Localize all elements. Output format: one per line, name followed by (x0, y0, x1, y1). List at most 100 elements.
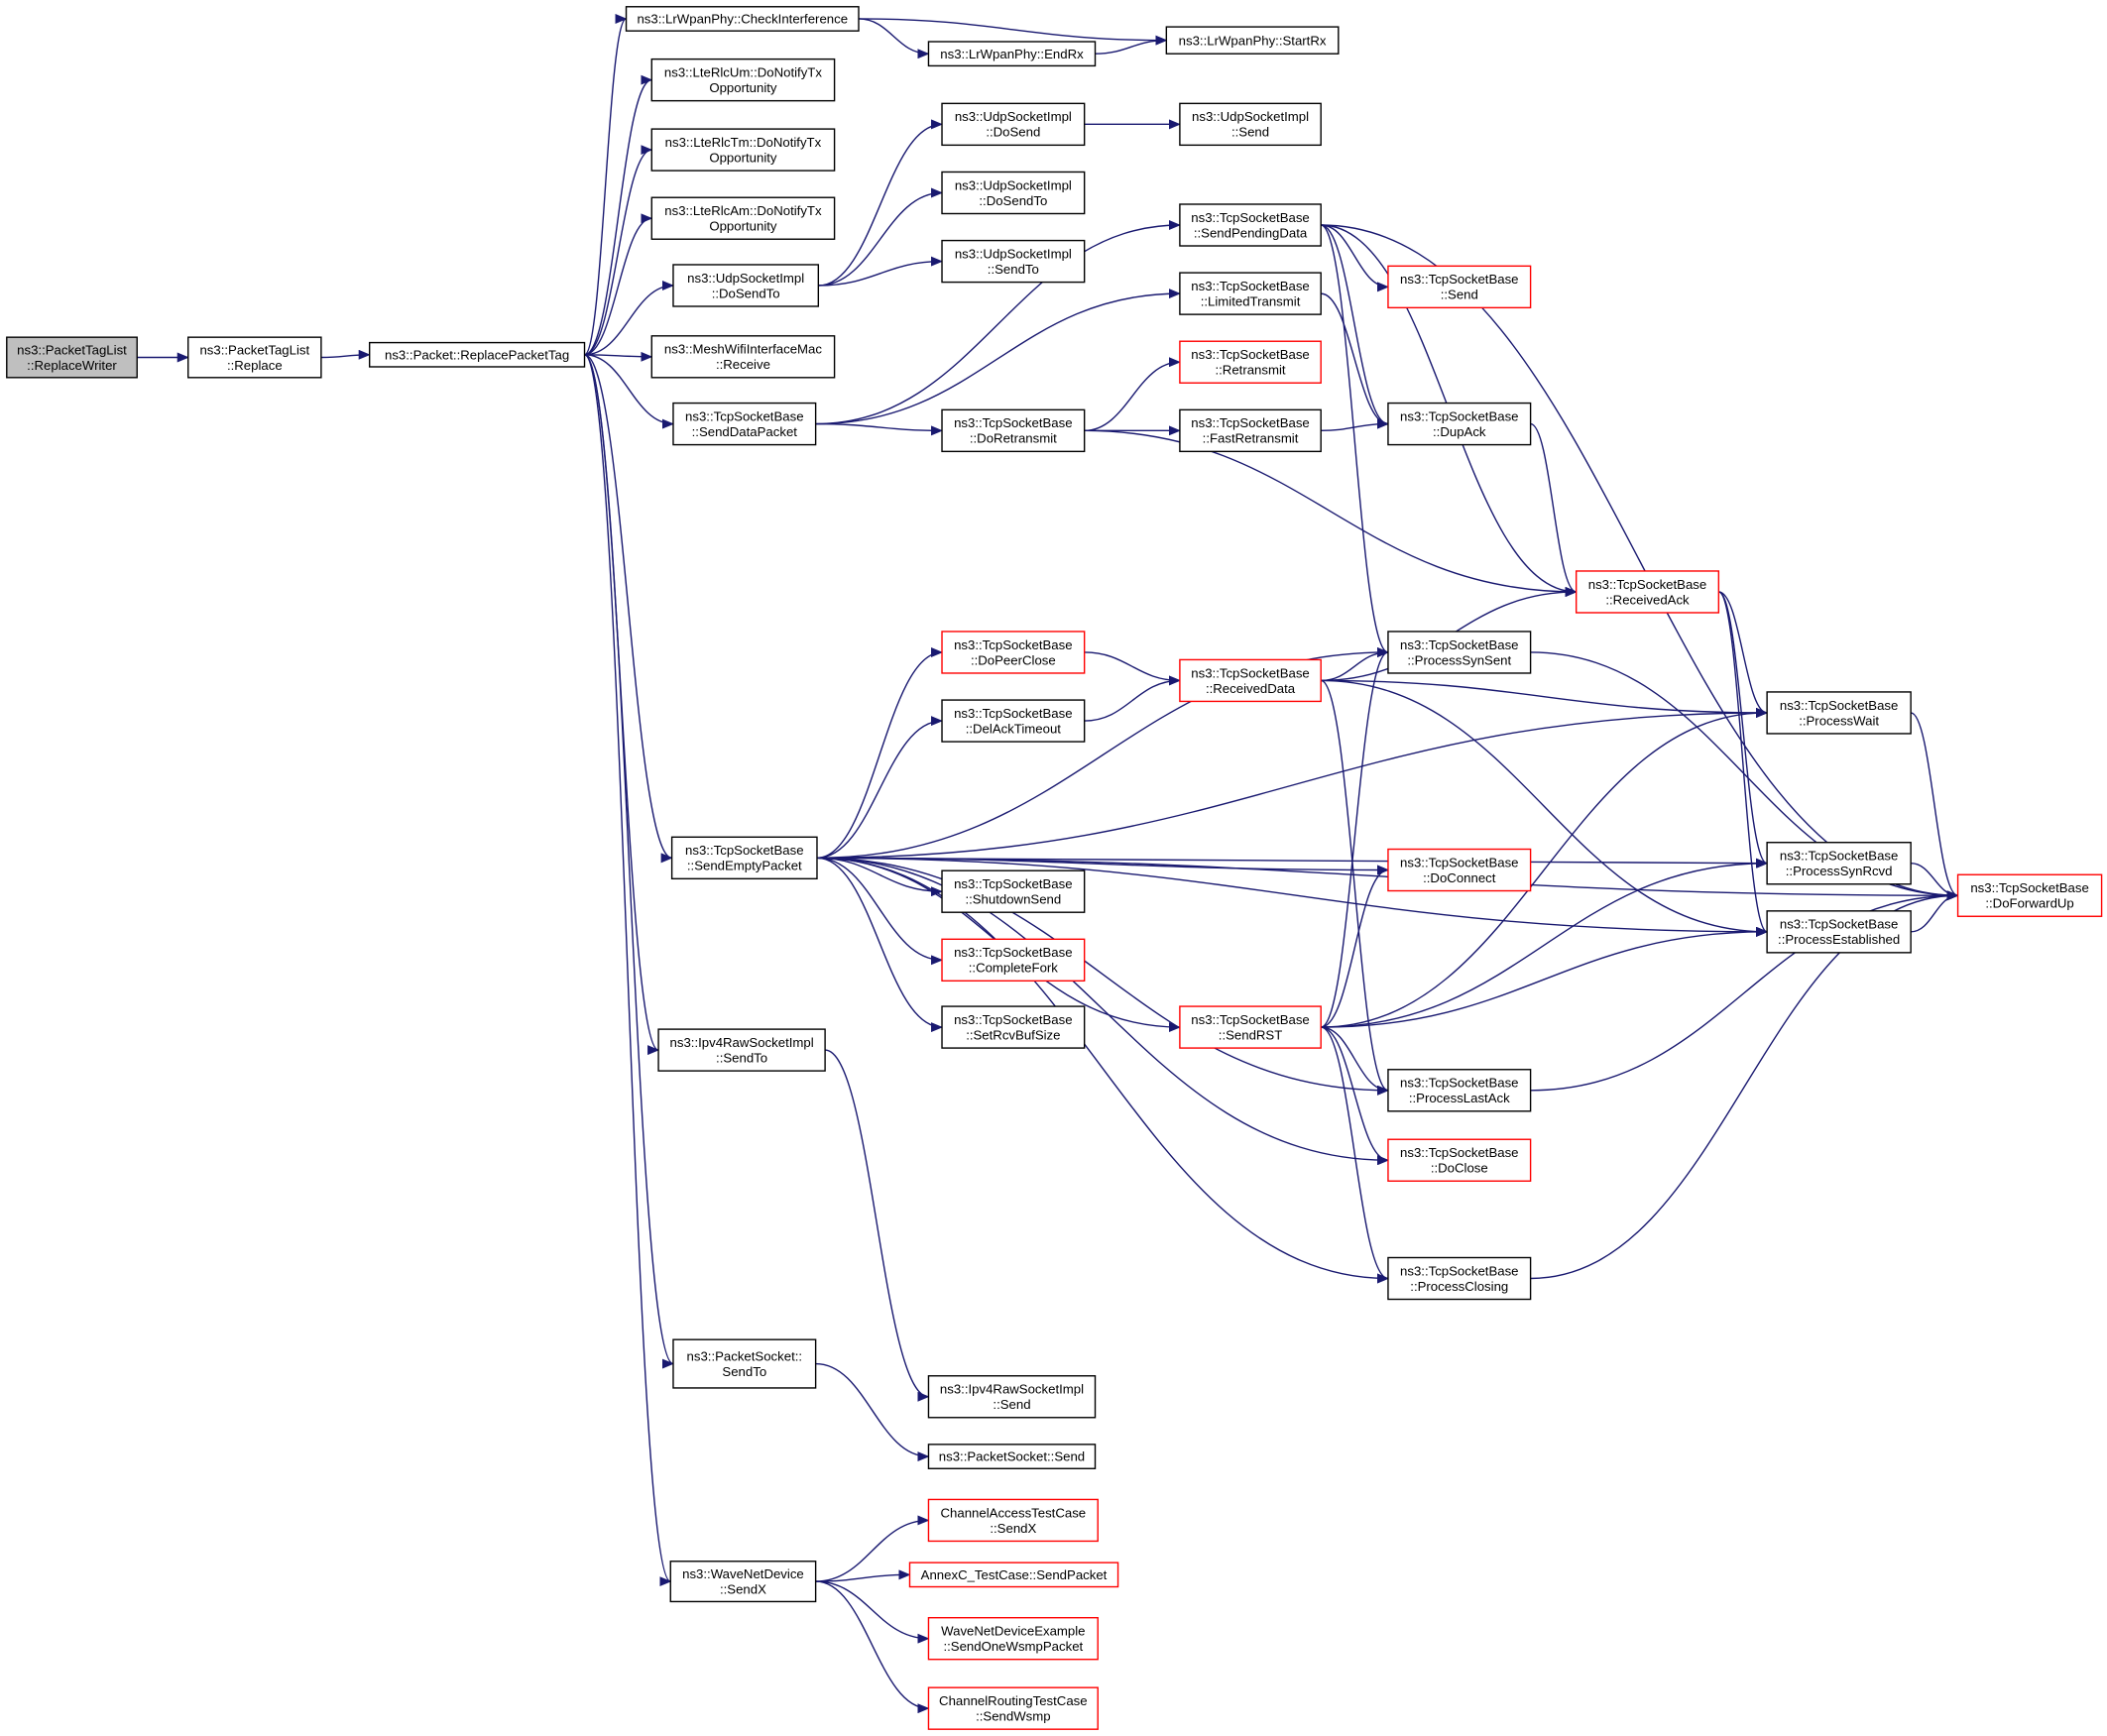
node-box[interactable] (650, 335, 836, 379)
node-box[interactable] (1179, 102, 1322, 147)
node-n23[interactable]: ns3::TcpSocketBase::ReceivedAck (1575, 570, 1720, 614)
node-box[interactable] (625, 6, 860, 32)
node-n44[interactable]: ns3::PacketSocket::Send (927, 1444, 1097, 1469)
node-n25[interactable]: ns3::TcpSocketBase::ReceivedData (1179, 658, 1322, 703)
node-n43[interactable]: ns3::Ipv4RawSocketImpl::Send (927, 1375, 1097, 1419)
node-box[interactable] (187, 336, 322, 379)
node-box[interactable] (1766, 691, 1912, 735)
node-box[interactable] (650, 196, 836, 240)
node-box[interactable] (941, 938, 1086, 983)
node-box[interactable] (670, 836, 818, 880)
node-box[interactable] (927, 1375, 1097, 1419)
node-n33[interactable]: ns3::TcpSocketBase::DoForwardUp (1956, 873, 2103, 917)
node-box[interactable] (941, 869, 1086, 913)
node-box[interactable] (941, 1005, 1086, 1049)
node-box[interactable] (941, 171, 1086, 215)
node-box[interactable] (6, 336, 138, 379)
node-n32[interactable]: ns3::TcpSocketBase::ShutdownSend (941, 869, 1086, 913)
node-n35[interactable]: ns3::TcpSocketBase::CompleteFork (941, 938, 1086, 983)
node-box[interactable] (1956, 873, 2103, 917)
node-n39[interactable]: ns3::TcpSocketBase::ProcessLastAck (1387, 1069, 1532, 1112)
node-n46[interactable]: ns3::WaveNetDevice::SendX (669, 1561, 817, 1603)
node-n49[interactable]: ChannelRoutingTestCase::SendWsmp (927, 1686, 1099, 1730)
node-box[interactable] (1387, 848, 1532, 892)
node-box[interactable] (1179, 340, 1322, 384)
node-n18[interactable]: ns3::TcpSocketBase::LimitedTransmit (1179, 272, 1322, 315)
node-n48[interactable]: WaveNetDeviceExample::SendOneWsmpPacket (927, 1616, 1099, 1661)
node-n2[interactable]: ns3::Packet::ReplacePacketTag (368, 341, 586, 368)
node-box[interactable] (1179, 658, 1322, 703)
node-n36[interactable]: ns3::TcpSocketBase::SetRcvBufSize (941, 1005, 1086, 1049)
node-box[interactable] (1179, 272, 1322, 315)
node-box[interactable] (941, 631, 1086, 674)
node-n15[interactable]: ns3::TcpSocketBase::SendDataPacket (672, 402, 817, 446)
node-box[interactable] (1387, 1069, 1532, 1112)
node-n26[interactable]: ns3::TcpSocketBase::ProcessSynSent (1387, 631, 1532, 674)
node-n34[interactable]: ns3::TcpSocketBase::ProcessEstablished (1766, 910, 1912, 954)
node-box[interactable] (1766, 910, 1912, 954)
node-n10[interactable]: ns3::UdpSocketImpl::DoSend (941, 102, 1086, 147)
node-box[interactable] (657, 1028, 826, 1072)
node-n41[interactable]: ns3::TcpSocketBase::ProcessClosing (1387, 1256, 1532, 1301)
node-box[interactable] (672, 402, 817, 446)
node-box[interactable] (672, 264, 820, 307)
node-box[interactable] (1387, 265, 1532, 309)
node-box[interactable] (1387, 631, 1532, 674)
node-box[interactable] (368, 341, 586, 368)
node-box[interactable] (1766, 842, 1912, 885)
node-box[interactable] (1387, 1138, 1532, 1182)
node-n0[interactable]: ns3::PacketTagList::ReplaceWriter (6, 336, 138, 379)
node-n9[interactable]: ns3::UdpSocketImpl::DoSendTo (672, 264, 820, 307)
node-box[interactable] (927, 1686, 1099, 1730)
node-n12[interactable]: ns3::UdpSocketImpl::DoSendTo (941, 171, 1086, 215)
node-box[interactable] (669, 1561, 817, 1603)
node-n42[interactable]: ns3::PacketSocket::SendTo (672, 1338, 817, 1389)
node-box[interactable] (908, 1562, 1119, 1588)
node-n37[interactable]: ns3::TcpSocketBase::SendRST (1179, 1005, 1322, 1049)
node-box[interactable] (941, 239, 1086, 284)
node-box[interactable] (941, 699, 1086, 743)
node-box[interactable] (1179, 203, 1322, 247)
node-box[interactable] (1387, 1256, 1532, 1301)
node-n19[interactable]: ns3::TcpSocketBase::Retransmit (1179, 340, 1322, 384)
node-n27[interactable]: ns3::TcpSocketBase::DelAckTimeout (941, 699, 1086, 743)
node-box[interactable] (941, 102, 1086, 147)
node-n29[interactable]: ns3::TcpSocketBase::SendEmptyPacket (670, 836, 818, 880)
node-box[interactable] (650, 58, 836, 102)
node-n28[interactable]: ns3::TcpSocketBase::ProcessWait (1766, 691, 1912, 735)
node-n20[interactable]: ns3::TcpSocketBase::DoRetransmit (941, 408, 1086, 453)
node-box[interactable] (1387, 402, 1532, 446)
node-n11[interactable]: ns3::UdpSocketImpl::Send (1179, 102, 1322, 147)
node-n13[interactable]: ns3::UdpSocketImpl::SendTo (941, 239, 1086, 284)
node-n30[interactable]: ns3::TcpSocketBase::DoConnect (1387, 848, 1532, 892)
node-n17[interactable]: ns3::TcpSocketBase::Send (1387, 265, 1532, 309)
node-n16[interactable]: ns3::TcpSocketBase::SendPendingData (1179, 203, 1322, 247)
node-n3[interactable]: ns3::LrWpanPhy::CheckInterference (625, 6, 860, 32)
node-box[interactable] (1179, 408, 1322, 453)
node-n14[interactable]: ns3::MeshWifiInterfaceMac::Receive (650, 335, 836, 379)
node-box[interactable] (927, 1444, 1097, 1469)
node-box[interactable] (927, 1498, 1099, 1543)
node-box[interactable] (1575, 570, 1720, 614)
node-n38[interactable]: ns3::Ipv4RawSocketImpl::SendTo (657, 1028, 826, 1072)
node-box[interactable] (927, 1616, 1099, 1661)
node-n1[interactable]: ns3::PacketTagList::Replace (187, 336, 322, 379)
node-n21[interactable]: ns3::TcpSocketBase::FastRetransmit (1179, 408, 1322, 453)
node-n45[interactable]: ChannelAccessTestCase::SendX (927, 1498, 1099, 1543)
node-n4[interactable]: ns3::LrWpanPhy::EndRx (927, 41, 1097, 67)
node-n5[interactable]: ns3::LrWpanPhy::StartRx (1165, 26, 1340, 55)
node-box[interactable] (650, 128, 836, 172)
node-box[interactable] (1179, 1005, 1322, 1049)
node-box[interactable] (927, 41, 1097, 67)
node-n40[interactable]: ns3::TcpSocketBase::DoClose (1387, 1138, 1532, 1182)
node-n24[interactable]: ns3::TcpSocketBase::DoPeerClose (941, 631, 1086, 674)
node-n22[interactable]: ns3::TcpSocketBase::DupAck (1387, 402, 1532, 446)
node-n31[interactable]: ns3::TcpSocketBase::ProcessSynRcvd (1766, 842, 1912, 885)
node-box[interactable] (941, 408, 1086, 453)
node-box[interactable] (672, 1338, 817, 1389)
node-box[interactable] (1165, 26, 1340, 55)
node-n47[interactable]: AnnexC_TestCase::SendPacket (908, 1562, 1119, 1588)
